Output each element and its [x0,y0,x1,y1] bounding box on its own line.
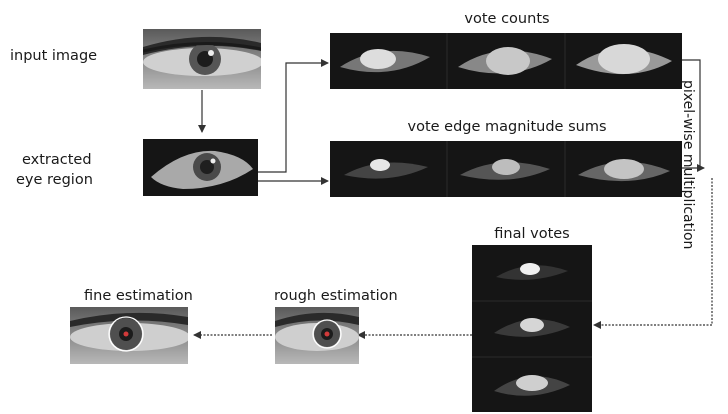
label-input-image: input image [10,46,97,66]
extracted-eye-region [143,139,258,196]
label-final-votes: final votes [470,224,594,244]
label-pixel-wise-multiplication: pixel-wise multiplication [676,80,700,320]
label-rough-estimation: rough estimation [274,286,398,306]
input-image [143,29,261,89]
label-extracted-line2: eye region [16,170,93,190]
fine-estimation-image [70,307,188,364]
arrow-extracted-to-vote-counts [258,63,328,172]
label-extracted-line1: extracted [22,150,92,170]
estimate-marker-icon [124,332,129,337]
label-fine-estimation: fine estimation [84,286,193,306]
vote-counts-strip [330,33,682,89]
label-vote-edge-sums: vote edge magnitude sums [330,117,684,137]
rough-estimation-image [275,307,359,364]
final-votes-column [472,245,592,412]
estimate-marker-icon [325,332,330,337]
label-vote-counts: vote counts [330,9,684,29]
vote-edge-sums-strip [330,141,682,197]
